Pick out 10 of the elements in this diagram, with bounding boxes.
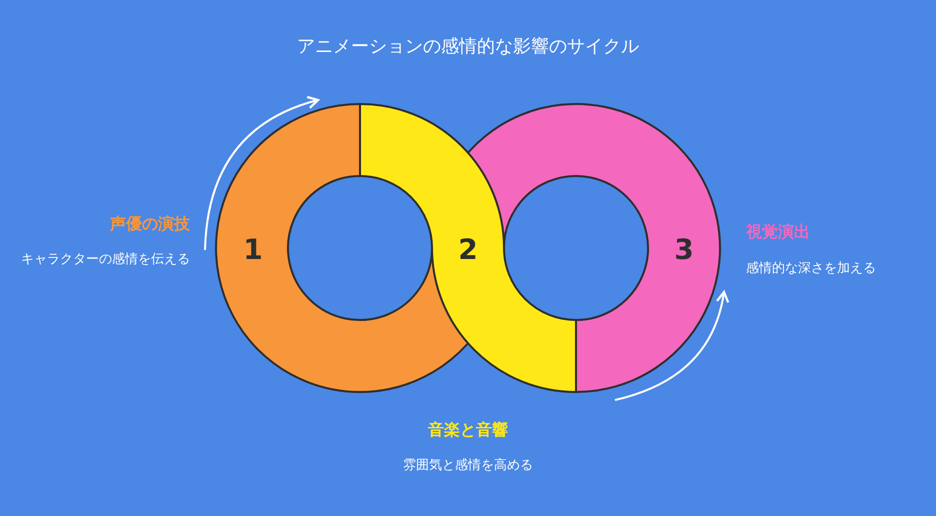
step-number: 1: [242, 234, 264, 266]
step-heading: 声優の演技: [109, 214, 190, 234]
step-number: 2: [457, 234, 479, 266]
step-description: 雰囲気と感情を高める: [402, 457, 534, 475]
step-description: キャラクターの感情を伝える: [20, 251, 190, 269]
step-heading: 音楽と音響: [427, 420, 509, 440]
title: アニメーションの感情的な影響のサイクル: [296, 35, 640, 58]
step-number: 3: [673, 234, 695, 266]
step-heading: 視覚演出: [746, 222, 811, 242]
step-description: 感情的な深さを加える: [746, 260, 877, 278]
